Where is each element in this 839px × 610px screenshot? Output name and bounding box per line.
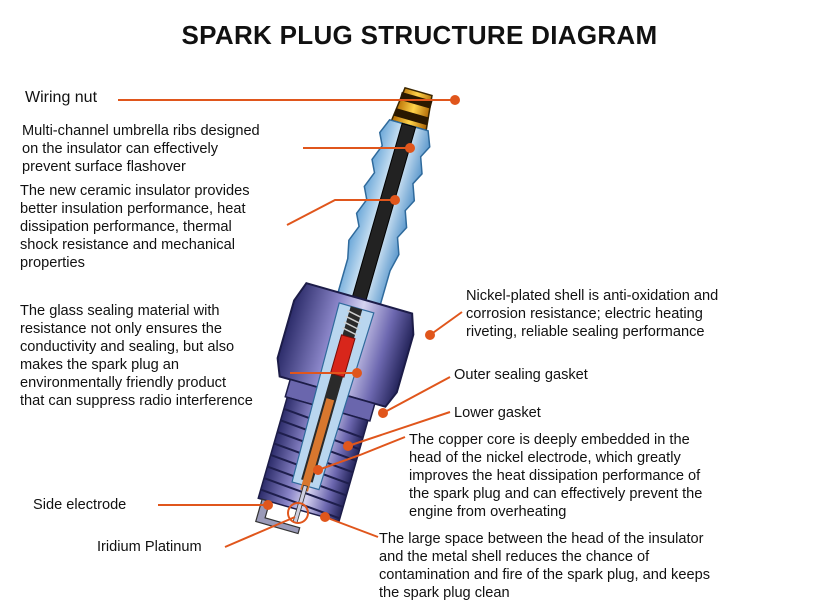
- leader-lower-gasket: [347, 411, 451, 447]
- label-ceramic-insulator: The new ceramic insulator provides bette…: [20, 183, 250, 271]
- leader-lines: [118, 99, 463, 548]
- leader-large-space: [324, 516, 379, 538]
- label-large-space: The large space between the head of the …: [379, 531, 711, 601]
- glass-seal: [329, 334, 356, 378]
- leader-outer-gasket: [382, 376, 451, 414]
- label-nickel-shell: Nickel-plated shell is anti-oxidation an…: [466, 288, 719, 340]
- leader-copper-core: [317, 436, 406, 471]
- label-iridium-platinum: Iridium Platinum: [97, 539, 202, 555]
- spark-plug-illustration: [255, 86, 433, 535]
- leader-iridium-platinum: [224, 516, 296, 548]
- label-copper-core: The copper core is deeply embedded in th…: [409, 432, 703, 520]
- label-umbrella-ribs: Multi-channel umbrella ribs designed on …: [22, 123, 260, 175]
- leader-dots: [263, 95, 460, 522]
- copper-core: [300, 398, 335, 492]
- label-lower-gasket: Lower gasket: [454, 405, 541, 421]
- leader-ceramic-insulator: [286, 199, 395, 226]
- label-side-electrode: Side electrode: [33, 497, 127, 513]
- diagram-title: SPARK PLUG STRUCTURE DIAGRAM: [181, 20, 658, 50]
- label-wiring-nut: Wiring nut: [25, 89, 98, 106]
- label-outer-gasket: Outer sealing gasket: [454, 367, 588, 383]
- label-glass-sealing: The glass sealing material with resistan…: [20, 303, 253, 409]
- leader-nickel-shell: [429, 311, 463, 336]
- iridium-highlight-ring: [287, 502, 309, 524]
